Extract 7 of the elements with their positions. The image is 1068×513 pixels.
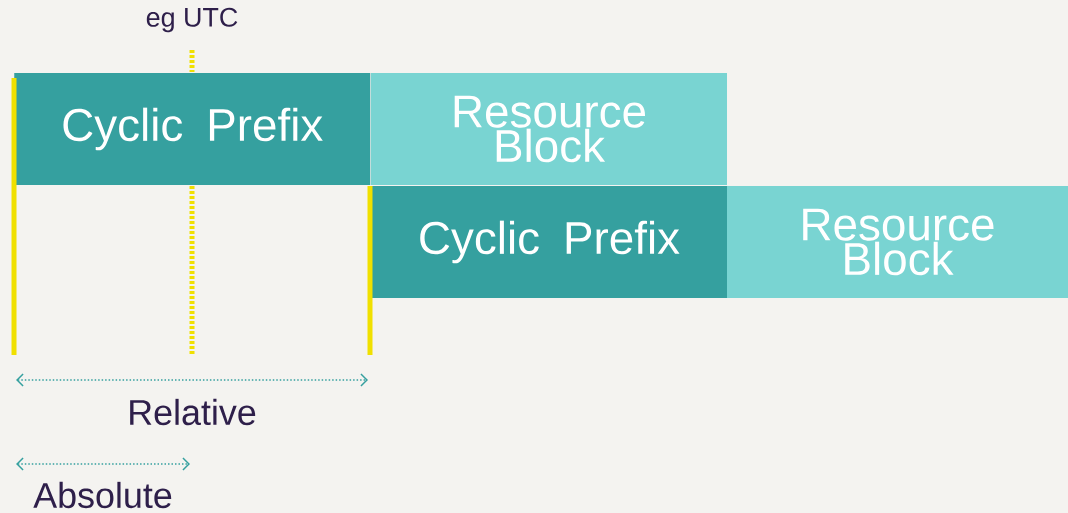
label: Relative bbox=[130, 398, 256, 426]
block: Cyclic Prefix bbox=[14, 73, 371, 185]
label: Absolute bbox=[33, 481, 172, 509]
label: eg UTC bbox=[146, 7, 238, 33]
block: Resource Block bbox=[727, 186, 1068, 298]
block: Resource Block bbox=[371, 73, 727, 185]
block: Cyclic Prefix bbox=[371, 186, 727, 298]
